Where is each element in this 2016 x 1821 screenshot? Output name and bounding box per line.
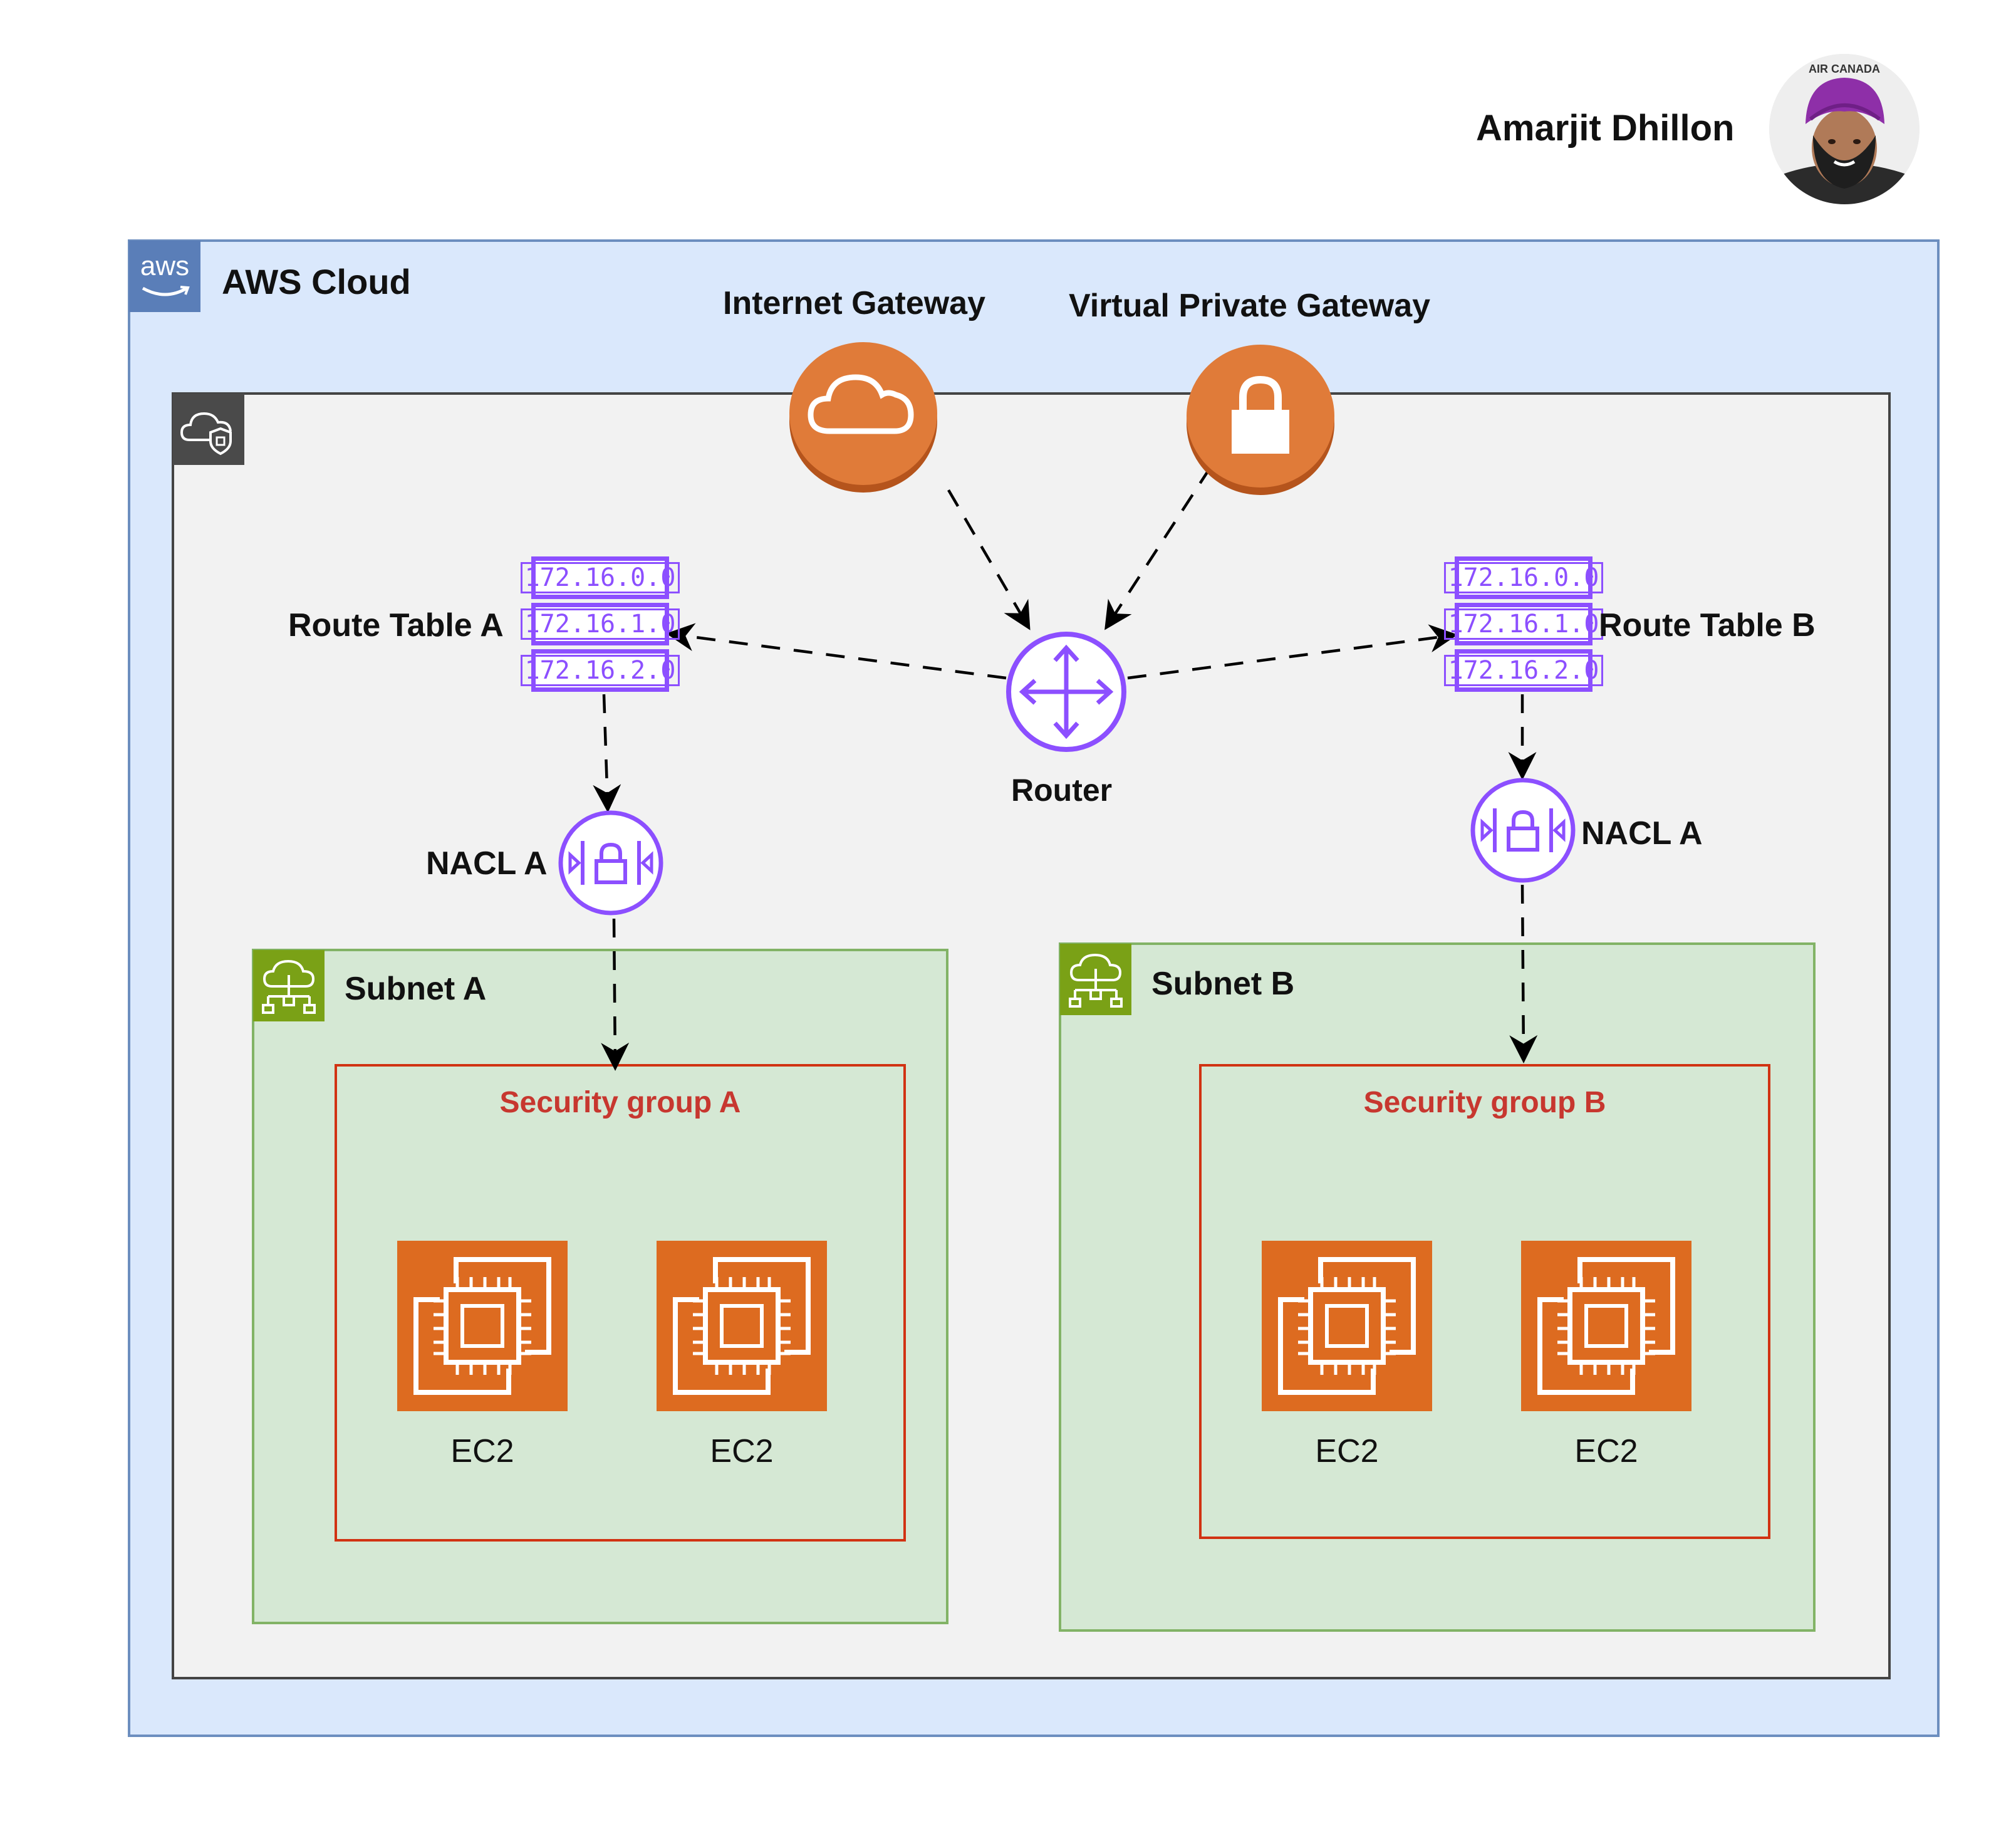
nacl-icon — [1470, 777, 1576, 884]
subnet-icon — [1060, 944, 1131, 1015]
ec2-instance-icon — [397, 1241, 568, 1411]
ec2-instance-icon — [1262, 1241, 1432, 1411]
route-row: 172.16.0.0 — [1443, 556, 1604, 599]
route-row: 172.16.2.0 — [520, 649, 680, 692]
avatar-badge-text: AIR CANADA — [1809, 63, 1880, 75]
route-row: 172.16.1.0 — [520, 603, 680, 645]
nacl-icon — [558, 810, 664, 916]
ec2-instance-icon — [657, 1241, 827, 1411]
security-group-a-label: Security group A — [499, 1086, 741, 1119]
edge-nacl-sgb — [1509, 884, 1538, 1063]
route-row: 172.16.2.0 — [1443, 649, 1604, 692]
cloud-icon — [788, 338, 938, 495]
security-group-b-label: Security group B — [1363, 1086, 1606, 1119]
aws-logo-icon: aws — [129, 241, 200, 312]
router-label: Router — [1011, 773, 1113, 808]
subnet-b-label: Subnet B — [1151, 966, 1295, 1002]
security-group-b — [1199, 1064, 1770, 1539]
lock-icon — [1185, 341, 1336, 498]
router-arrows-icon — [1005, 630, 1128, 753]
ec2-label: EC2 — [710, 1433, 774, 1469]
vpn-gateway-label: Virtual Private Gateway — [1069, 288, 1431, 324]
edge-rta-nacl — [593, 694, 621, 813]
author-avatar: AIR CANADA — [1769, 54, 1920, 204]
nacl-left-label: NACL A — [426, 845, 548, 882]
edge-igw-router — [947, 489, 1031, 630]
edge-router-rta — [666, 623, 1007, 680]
route-row: 172.16.0.0 — [520, 556, 680, 599]
subnet-a-label: Subnet A — [345, 971, 487, 1007]
route-table-b-label: Route Table B — [1599, 607, 1816, 644]
ec2-label: EC2 — [1315, 1433, 1379, 1469]
internet-gateway-label: Internet Gateway — [723, 285, 986, 321]
vpc-icon — [173, 394, 244, 465]
ec2-label: EC2 — [450, 1433, 514, 1469]
author-name: Amarjit Dhillon — [1476, 108, 1735, 149]
edge-router-rtb — [1127, 624, 1458, 680]
route-row: 172.16.1.0 — [1443, 603, 1604, 645]
ec2-label: EC2 — [1574, 1433, 1638, 1469]
route-table-a-label: Route Table A — [288, 607, 504, 644]
subnet-a-group — [252, 949, 948, 1624]
subnet-icon — [253, 950, 325, 1021]
ec2-instance-icon — [1521, 1241, 1691, 1411]
edge-nacl-sga — [601, 918, 630, 1071]
aws-cloud-label: AWS Cloud — [222, 262, 411, 301]
nacl-right-label: NACL A — [1581, 815, 1703, 852]
